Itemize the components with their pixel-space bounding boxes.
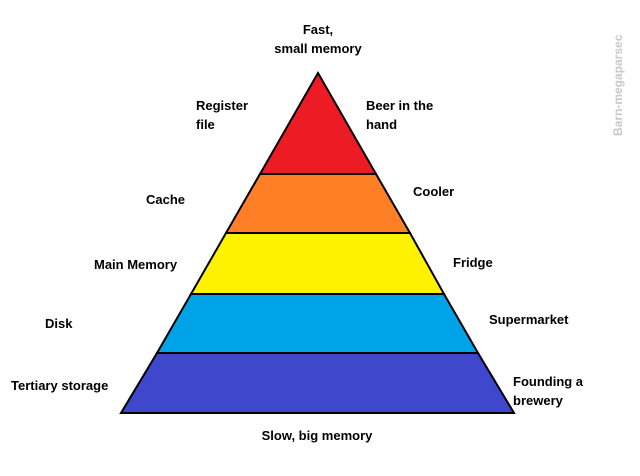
label-tertiary-storage-text: Tertiary storage: [11, 378, 109, 393]
label-cache-text: Cache: [146, 192, 186, 207]
pyramid-layer-register: [258, 70, 378, 175]
top-caption-line2: small memory: [274, 41, 362, 56]
label-cooler-text: Cooler: [413, 184, 455, 199]
label-disk-text: Disk: [45, 316, 73, 331]
label-founding-brewery: Founding a brewery: [513, 372, 583, 410]
bottom-caption: Slow, big memory: [232, 426, 402, 445]
label-cache: Cache: [146, 190, 185, 209]
label-register-file: Register file: [196, 96, 248, 134]
pyramid-layer-disk: [155, 293, 480, 354]
label-register-file-line2: file: [196, 117, 215, 132]
top-caption-line1: Fast,: [302, 22, 334, 37]
pyramid-layer-main-memory: [189, 232, 446, 295]
label-founding-brewery-line2: brewery: [513, 393, 563, 408]
pyramid-layer-cache: [224, 173, 412, 234]
label-beer-in-hand: Beer in the hand: [366, 96, 433, 134]
label-supermarket: Supermarket: [489, 310, 568, 329]
label-tertiary-storage: Tertiary storage: [11, 376, 108, 395]
label-disk: Disk: [45, 314, 72, 333]
watermark: Barn-megaparsec: [611, 34, 625, 136]
label-beer-in-hand-line2: hand: [366, 117, 398, 132]
label-main-memory: Main Memory: [94, 255, 177, 274]
label-founding-brewery-line1: Founding a: [513, 374, 584, 389]
pyramid-layer-tertiary: [119, 352, 516, 414]
label-fridge-text: Fridge: [453, 255, 493, 270]
label-cooler: Cooler: [413, 182, 454, 201]
label-register-file-line1: Register: [196, 98, 249, 113]
top-caption: Fast, small memory: [262, 20, 374, 58]
label-supermarket-text: Supermarket: [489, 312, 569, 327]
bottom-caption-text: Slow, big memory: [261, 428, 373, 443]
label-beer-in-hand-line1: Beer in the: [366, 98, 434, 113]
label-fridge: Fridge: [453, 253, 493, 272]
label-main-memory-text: Main Memory: [94, 257, 178, 272]
